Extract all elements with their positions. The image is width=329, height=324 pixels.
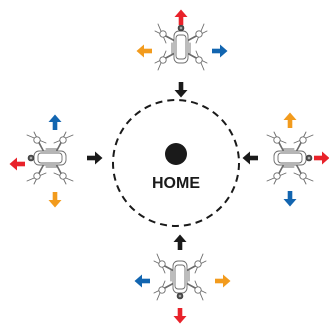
drone-icon: [266, 131, 314, 185]
home-label: HOME: [152, 175, 200, 192]
home-point-icon: [165, 143, 187, 165]
drone-icon: [26, 131, 74, 185]
arrow-right-icon: [134, 274, 150, 288]
arrow-right-icon: [283, 191, 297, 207]
drone-icon: [154, 23, 208, 71]
arrow-forward-icon: [9, 157, 25, 171]
drone-right: [242, 112, 329, 207]
arrow-toward-home-icon: [173, 234, 187, 250]
drone-top: [136, 9, 228, 98]
arrow-forward-icon: [174, 9, 188, 25]
drone-icon: [153, 253, 207, 301]
arrow-toward-home-icon: [242, 151, 258, 165]
arrow-left-icon: [136, 44, 152, 58]
arrow-forward-icon: [173, 308, 187, 324]
arrow-left-icon: [215, 274, 231, 288]
home-range-circle: [112, 99, 240, 227]
arrow-forward-icon: [314, 151, 329, 165]
arrow-right-icon: [212, 44, 228, 58]
drone-bottom: [134, 234, 231, 324]
arrow-left-icon: [48, 192, 62, 208]
drone-left: [9, 114, 103, 208]
arrow-toward-home-icon: [174, 82, 188, 98]
arrow-toward-home-icon: [87, 151, 103, 165]
arrow-right-icon: [48, 114, 62, 130]
arrow-left-icon: [283, 112, 297, 128]
